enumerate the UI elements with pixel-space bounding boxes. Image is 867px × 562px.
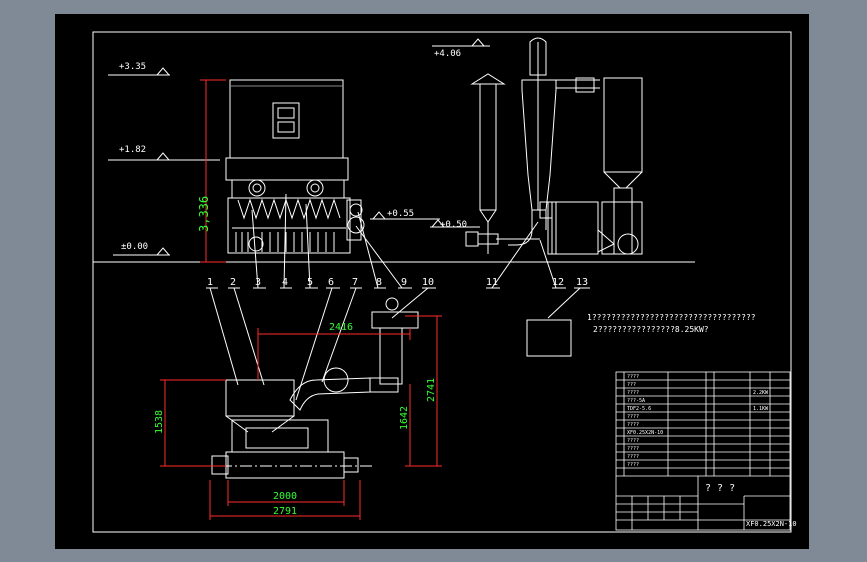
component-13-box bbox=[526, 319, 572, 357]
plan-dimensions bbox=[160, 315, 442, 520]
vertical-dimension: 3,336 bbox=[197, 79, 226, 263]
dim-top-width: 2416 bbox=[329, 322, 353, 333]
svg-text:????: ???? bbox=[627, 454, 639, 460]
dim-height-left: 1538 bbox=[154, 410, 165, 434]
plan-view bbox=[200, 297, 419, 479]
inner-border bbox=[92, 31, 792, 533]
plan-dimension-labels: 2416 2741 1642 1538 2000 2791 bbox=[154, 322, 437, 517]
svg-text:????: ???? bbox=[627, 374, 639, 380]
fan-filter-unit bbox=[547, 77, 643, 255]
svg-text:????: ???? bbox=[627, 462, 639, 468]
svg-text:2????????????????8.25KW?: 2????????????????8.25KW? bbox=[593, 325, 709, 334]
exhaust-stack bbox=[465, 73, 540, 254]
svg-text:???: ??? bbox=[627, 382, 636, 388]
callout-4: 4 bbox=[282, 277, 288, 288]
svg-text:????: ???? bbox=[627, 422, 639, 428]
svg-text:2.2KW: 2.2KW bbox=[753, 390, 769, 396]
callout-6: 6 bbox=[328, 277, 334, 288]
svg-text:XF0.25X2N-10: XF0.25X2N-10 bbox=[627, 430, 663, 436]
callout-2: 2 bbox=[230, 277, 236, 288]
title-block-drawing-no: XF0.25X2N-10 bbox=[746, 520, 797, 528]
callout-12: 12 bbox=[552, 277, 564, 288]
level-marker-mid-left: +1.82 bbox=[108, 145, 220, 161]
svg-text:+0.55: +0.55 bbox=[387, 209, 414, 219]
dim-base-width: 2000 bbox=[273, 491, 297, 502]
svg-text:1.1KW: 1.1KW bbox=[753, 406, 769, 412]
callout-1: 1 bbox=[207, 277, 213, 288]
callout-numbers: 1 2 3 4 5 6 7 8 9 10 11 12 13 bbox=[207, 277, 588, 288]
svg-text:1?????????????????????????????: 1?????????????????????????????????? bbox=[587, 313, 756, 322]
callout-10: 10 bbox=[422, 277, 434, 288]
callout-7: 7 bbox=[352, 277, 358, 288]
callout-5: 5 bbox=[307, 277, 313, 288]
level-marker-ground: ±0.00 bbox=[113, 242, 170, 256]
svg-text:±0.00: ±0.00 bbox=[121, 242, 148, 252]
dim-height-right: 2741 bbox=[426, 378, 437, 402]
callout-8: 8 bbox=[376, 277, 382, 288]
svg-text:+4.06: +4.06 bbox=[434, 49, 461, 59]
parts-list-entries: ???? ??? ???? ???-5A TDF2-5.6 ???? ???? … bbox=[627, 374, 769, 468]
callout-3: 3 bbox=[255, 277, 261, 288]
svg-text:+1.82: +1.82 bbox=[119, 145, 146, 155]
svg-text:???-5A: ???-5A bbox=[627, 398, 645, 404]
title-block-title: ? ? ? bbox=[705, 483, 735, 494]
svg-text:????: ???? bbox=[627, 438, 639, 444]
dim-height-mid: 1642 bbox=[399, 406, 410, 430]
svg-text:TDF2-5.6: TDF2-5.6 bbox=[627, 406, 651, 412]
technical-notes: 1?????????????????????????????????? 2???… bbox=[587, 313, 756, 334]
callout-13: 13 bbox=[576, 277, 588, 288]
parts-list bbox=[615, 371, 791, 531]
dim-overall-width: 2791 bbox=[273, 506, 297, 517]
svg-text:3,336: 3,336 bbox=[197, 196, 211, 232]
level-marker-top-left: +3.35 bbox=[108, 62, 170, 76]
svg-text:????: ???? bbox=[627, 390, 639, 396]
level-marker-top-right: +4.06 bbox=[432, 38, 490, 59]
svg-text:????: ???? bbox=[627, 446, 639, 452]
level-marker-right-b: +0.50 bbox=[430, 219, 480, 230]
callout-leaders bbox=[206, 193, 590, 401]
dryer-elevation bbox=[225, 79, 365, 254]
callout-9: 9 bbox=[401, 277, 407, 288]
level-marker-right-a: +0.55 bbox=[370, 209, 440, 220]
svg-text:+3.35: +3.35 bbox=[119, 62, 146, 72]
callout-11: 11 bbox=[486, 277, 498, 288]
svg-text:+0.50: +0.50 bbox=[440, 220, 467, 230]
svg-text:????: ???? bbox=[627, 414, 639, 420]
